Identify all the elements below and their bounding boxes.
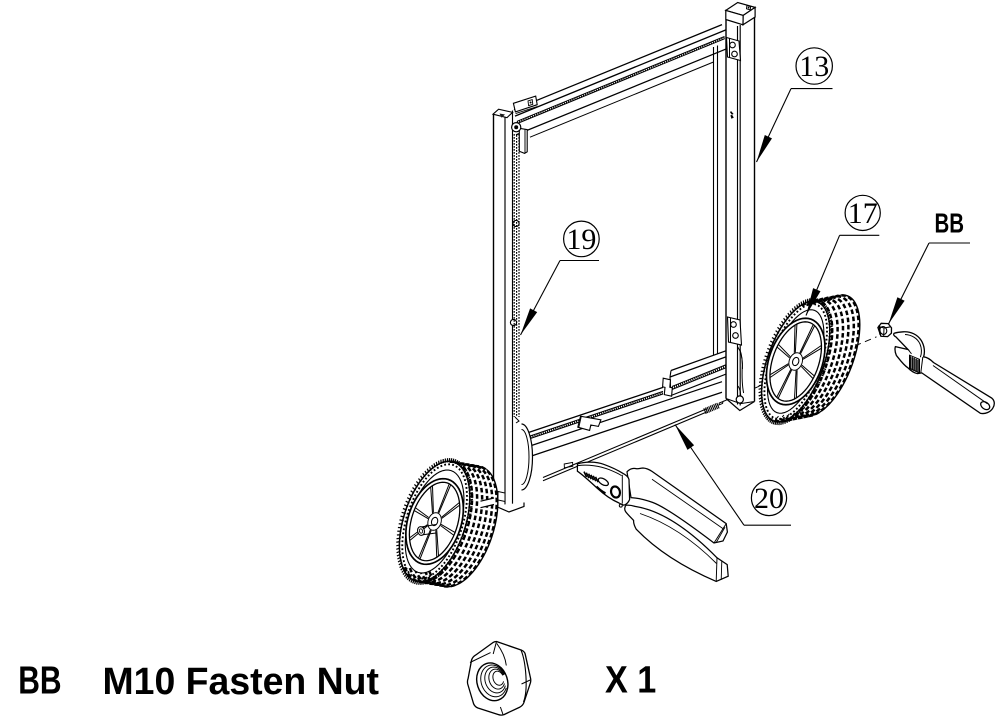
svg-text:17: 17 [848, 197, 878, 230]
svg-text:X 1: X 1 [605, 658, 656, 701]
svg-text:M10 Fasten Nut: M10 Fasten Nut [103, 660, 380, 702]
svg-text:BB: BB [935, 209, 965, 240]
svg-text:BB: BB [18, 660, 61, 702]
svg-text:19: 19 [566, 223, 596, 256]
svg-text:13: 13 [799, 50, 829, 83]
svg-text:20: 20 [754, 482, 784, 515]
